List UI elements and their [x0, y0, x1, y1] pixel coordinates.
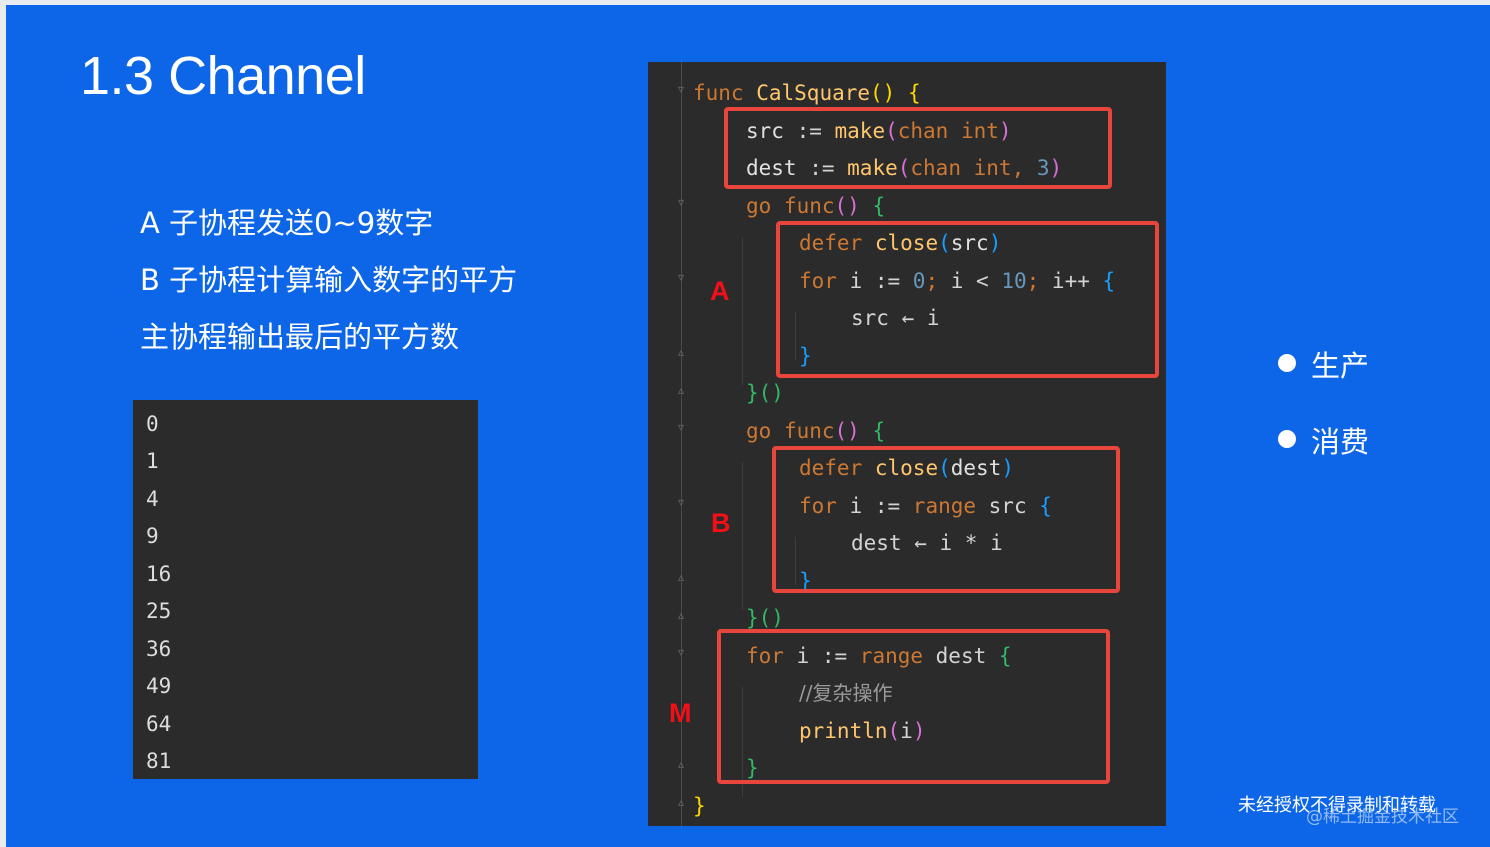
footer-notice: 未经授权不得录制和转载 [1238, 795, 1436, 816]
code-line: println(i) [799, 719, 926, 743]
code-comment: //复杂操作 [799, 681, 893, 705]
fold-marker-icon[interactable]: ▿ [677, 82, 685, 96]
fold-marker-icon[interactable]: ▿ [677, 270, 685, 284]
highlight-box-a [776, 221, 1159, 378]
fold-marker-icon[interactable]: ▿ [677, 495, 685, 509]
code-line: } [799, 569, 812, 593]
marker-b: B [711, 508, 731, 538]
code-line: } [693, 794, 706, 818]
output-line: 64 [146, 712, 172, 736]
highlight-box-m [717, 629, 1110, 784]
output-line: 49 [146, 674, 172, 698]
fold-marker-icon[interactable]: ▵ [677, 345, 685, 359]
bullet-icon [1278, 354, 1296, 372]
fold-marker-icon[interactable]: ▿ [677, 645, 685, 659]
bullet-icon [1278, 430, 1296, 448]
code-line: go func() { [746, 419, 886, 443]
description-line-b: B 子协程计算输入数字的平方 [140, 263, 518, 297]
slide-title: 1.3 Channel [80, 46, 366, 106]
footer-watermark: @稀土掘金技术社区 [1306, 807, 1459, 827]
code-line: for i := 0; i < 10; i++ { [799, 269, 1116, 293]
description-line-a: A 子协程发送0~9数字 [140, 206, 434, 240]
code-line: src := make(chan int) [746, 119, 1012, 143]
fold-marker-icon[interactable]: ▵ [677, 757, 685, 771]
output-line: 0 [146, 412, 159, 436]
fold-marker-icon[interactable]: ▵ [677, 570, 685, 584]
code-line: src ← i [851, 306, 940, 330]
code-line: } [799, 344, 812, 368]
output-line: 9 [146, 524, 159, 548]
output-line: 36 [146, 637, 172, 661]
code-editor: ▿ ▿ ▿ ▵ ▵ ▿ ▿ ▵ ▵ ▿ ▵ ▵ func CalSquare()… [648, 62, 1166, 826]
code-line: }() [746, 381, 784, 405]
output-line: 16 [146, 562, 172, 586]
output-line: 4 [146, 487, 159, 511]
fold-marker-icon[interactable]: ▿ [677, 195, 685, 209]
indent-guide [742, 687, 743, 797]
fold-marker-icon[interactable]: ▵ [677, 608, 685, 622]
description-line-main: 主协程输出最后的平方数 [140, 320, 460, 354]
console-output: 0 1 4 9 16 25 36 49 64 81 [133, 400, 478, 779]
code-line: defer close(src) [799, 231, 1002, 255]
fold-marker-icon[interactable]: ▵ [677, 383, 685, 397]
code-line: }() [746, 606, 784, 630]
highlight-box-make [724, 107, 1112, 189]
indent-guide [795, 537, 796, 585]
code-line: dest := make(chan int, 3) [746, 156, 1063, 180]
marker-m: M [669, 698, 692, 728]
code-line: go func() { [746, 194, 886, 218]
indent-guide [795, 312, 796, 360]
indent-guide [742, 462, 743, 610]
fold-marker-icon[interactable]: ▿ [677, 420, 685, 434]
fold-marker-icon[interactable]: ▵ [677, 795, 685, 809]
code-line: dest ← i * i [851, 531, 1003, 555]
code-line: for i := range dest { [746, 644, 1012, 668]
output-line: 25 [146, 599, 172, 623]
slide: 1.3 Channel A 子协程发送0~9数字 B 子协程计算输入数字的平方 … [6, 5, 1490, 847]
output-line: 1 [146, 449, 159, 473]
gutter-line [681, 62, 682, 826]
code-line: func CalSquare() { [693, 81, 921, 105]
code-line: defer close(dest) [799, 456, 1014, 480]
code-line: } [746, 756, 759, 780]
bullet-consume: 消费 [1311, 425, 1370, 459]
output-line: 81 [146, 749, 172, 773]
marker-a: A [710, 276, 730, 306]
indent-guide [742, 237, 743, 385]
bullet-produce: 生产 [1311, 349, 1370, 383]
highlight-box-b [772, 446, 1120, 593]
code-line: for i := range src { [799, 494, 1052, 518]
